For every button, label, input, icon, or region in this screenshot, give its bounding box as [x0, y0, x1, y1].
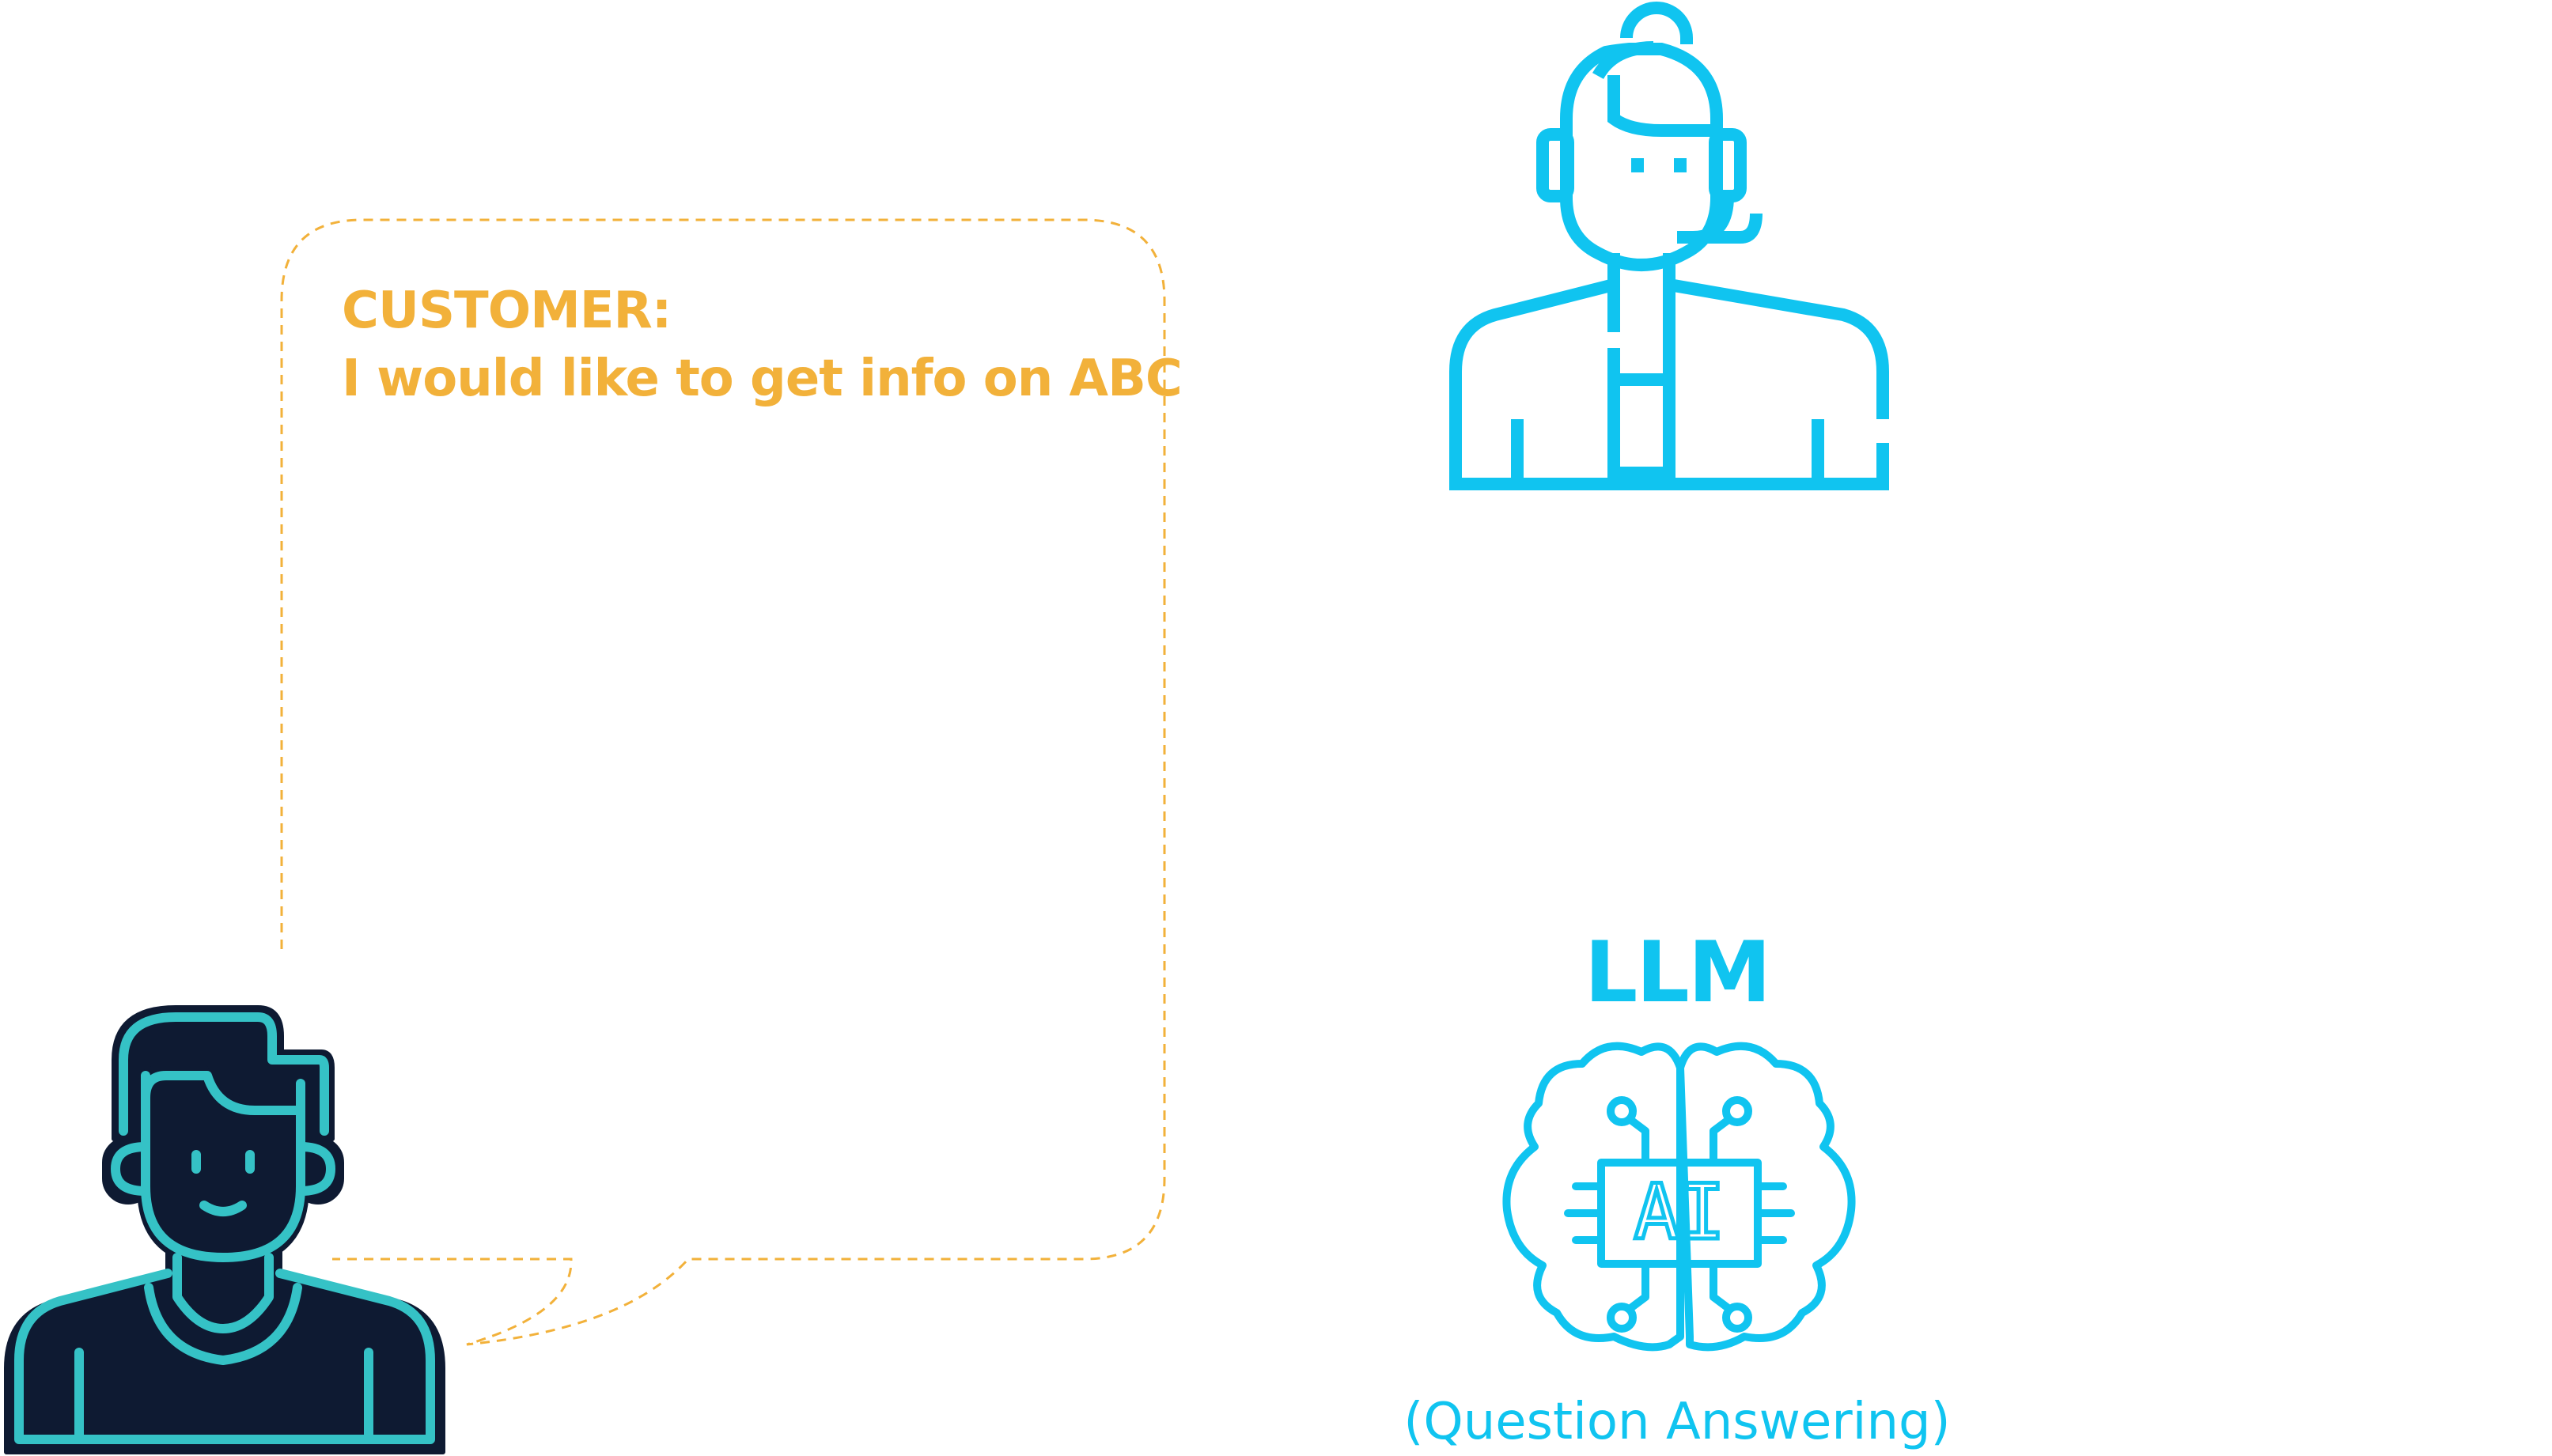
llm-title: LLM: [1584, 924, 1772, 1021]
customer-message: I would like to get info on ABC: [342, 350, 1183, 408]
customer-speaker-label: CUSTOMER:: [342, 282, 672, 340]
speech-bubble-outline: [280, 218, 1166, 1346]
llm-caption: (Question Answering): [1403, 1393, 1951, 1451]
customer-message-text: CUSTOMER: I would like to get info on AB…: [342, 277, 1183, 413]
chip-label: AI: [1634, 1168, 1725, 1257]
